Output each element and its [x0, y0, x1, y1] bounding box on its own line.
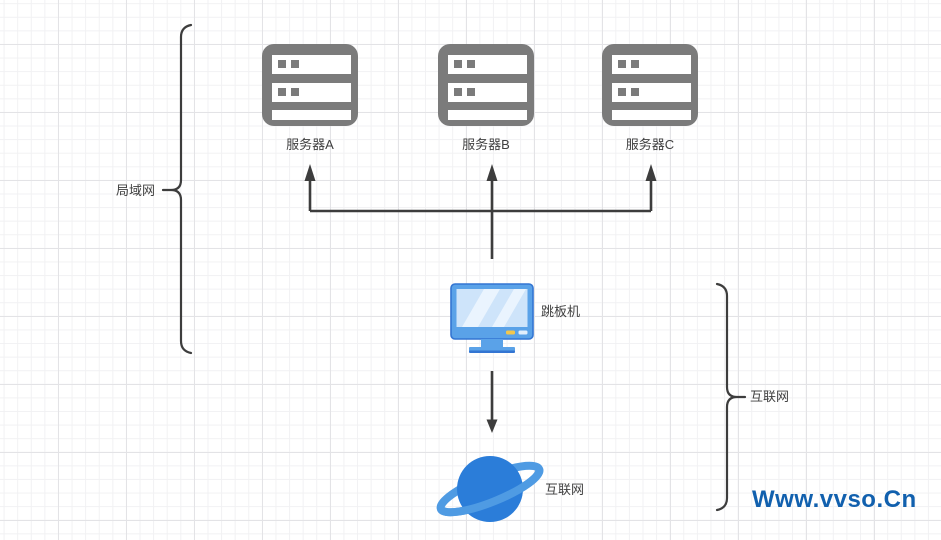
internet-node-label: 互联网: [545, 482, 585, 497]
internet-brace-label: 互联网: [750, 389, 790, 404]
arrowhead-down: [486, 419, 498, 433]
server-b-label: 服务器B: [462, 137, 510, 152]
jump-host-label: 跳板机: [541, 304, 581, 319]
jump-host-node[interactable]: [450, 283, 534, 360]
arrowhead-up-right: [645, 164, 657, 181]
internet-node[interactable]: [434, 444, 546, 540]
lan-brace[interactable]: [161, 23, 193, 355]
server-node-c[interactable]: 服务器C: [602, 44, 698, 153]
monitor-icon: [450, 283, 534, 353]
globe-icon: [436, 456, 544, 522]
server-icon: [438, 44, 534, 126]
server-c-label: 服务器C: [625, 137, 675, 152]
arrowhead-up-center: [486, 164, 498, 181]
arrowhead-up-left: [304, 164, 316, 181]
server-node-a[interactable]: 服务器A: [262, 44, 358, 153]
server-icon: [602, 44, 698, 126]
jump-to-internet-arrow[interactable]: [486, 371, 498, 433]
server-node-b[interactable]: 服务器B: [438, 44, 534, 153]
internet-brace[interactable]: [715, 282, 747, 512]
watermark-text: Www.vvso.Cn: [752, 486, 917, 513]
jump-to-servers-connector[interactable]: [304, 164, 657, 259]
lan-brace-label: 局域网: [116, 183, 156, 198]
server-icon: [262, 44, 358, 126]
server-a-label: 服务器A: [286, 137, 334, 152]
